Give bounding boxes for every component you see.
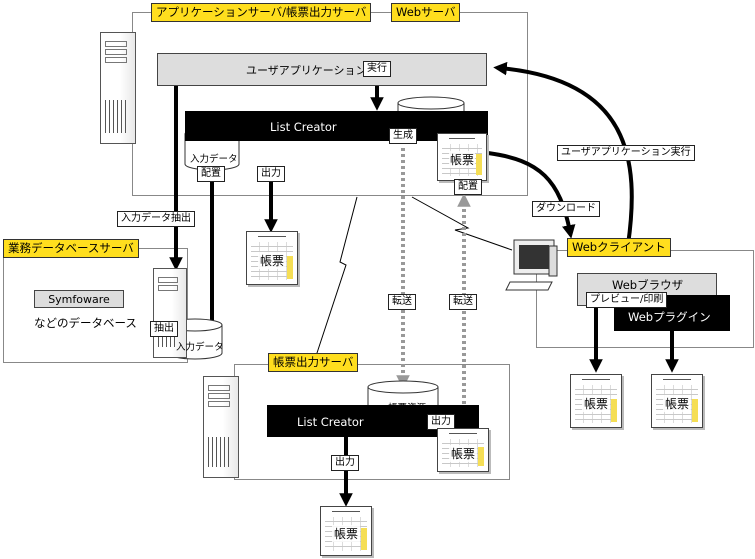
web-server-label: Webサーバ xyxy=(391,3,461,22)
web-client-label: Webクライアント xyxy=(567,238,671,257)
place-label-app: 配置 xyxy=(197,166,225,182)
form-doc-output-fos-text: 帳票 xyxy=(332,525,360,543)
symfoware-text: Symfoware xyxy=(48,293,110,306)
download-label: ダウンロード xyxy=(532,201,600,217)
exec-label: 実行 xyxy=(363,61,391,77)
arrow-user-app-exec xyxy=(493,61,634,246)
form-output-server-label: 帳票出力サーバ xyxy=(268,353,359,372)
place-label-form: 配置 xyxy=(454,179,482,195)
input-data-label-db: 入力データ xyxy=(176,342,224,353)
form-doc-preview-text: 帳票 xyxy=(582,394,610,412)
db-etc-text: などのデータベース xyxy=(34,316,137,330)
output-label-fos: 出力 xyxy=(331,455,359,471)
form-doc-output-app: 帳票 xyxy=(246,231,298,285)
db-server-label: 業務データベースサーバ xyxy=(3,239,139,258)
form-doc-plugin: 帳票 xyxy=(651,374,703,428)
network-line-left xyxy=(315,196,358,357)
form-resource-label-app: 帳票資源 xyxy=(415,117,454,128)
generate-label: 生成 xyxy=(389,128,417,144)
transfer-label-up: 転送 xyxy=(449,294,477,310)
form-doc-app: 帳票 xyxy=(437,133,487,181)
web-plugin-text: Webプラグイン xyxy=(628,310,711,324)
app-server-label: アプリケーションサーバ/帳票出力サーバ xyxy=(151,3,372,22)
form-doc-plugin-text: 帳票 xyxy=(663,394,691,412)
symfoware-box: Symfoware xyxy=(34,290,124,308)
form-resource-label-fos: 帳票資源 xyxy=(388,403,427,414)
transfer-label-down: 転送 xyxy=(388,294,416,310)
form-doc-preview: 帳票 xyxy=(570,374,622,428)
input-data-label-app: 入力データ xyxy=(190,154,238,165)
user-app-exec-label: ユーザアプリケーション実行 xyxy=(557,145,695,161)
preview-print-label: プレビュー/印刷 xyxy=(586,292,668,308)
arrow-download xyxy=(487,151,576,239)
output-label-app: 出力 xyxy=(257,166,285,182)
pc-icon xyxy=(505,239,558,291)
form-doc-app-text: 帳票 xyxy=(448,151,476,169)
web-browser-text: Webブラウザ xyxy=(612,278,684,292)
input-extract-label: 入力データ抽出 xyxy=(117,211,195,227)
form-doc-output-fos: 帳票 xyxy=(320,506,372,556)
list-creator-text-fos: List Creator xyxy=(297,415,364,429)
user-app-bar[interactable]: ユーザアプリケーション xyxy=(157,53,487,86)
network-line-right xyxy=(411,196,513,251)
list-creator-text-app: List Creator xyxy=(270,120,337,134)
form-doc-fos: 帳票 xyxy=(437,428,489,472)
form-doc-fos-text: 帳票 xyxy=(449,444,477,462)
form-output-server-icon xyxy=(203,376,239,478)
form-doc-output-app-text: 帳票 xyxy=(258,251,286,269)
user-app-text: ユーザアプリケーション xyxy=(246,64,367,77)
app-server-icon xyxy=(100,32,136,144)
extract-label: 抽出 xyxy=(150,321,178,337)
